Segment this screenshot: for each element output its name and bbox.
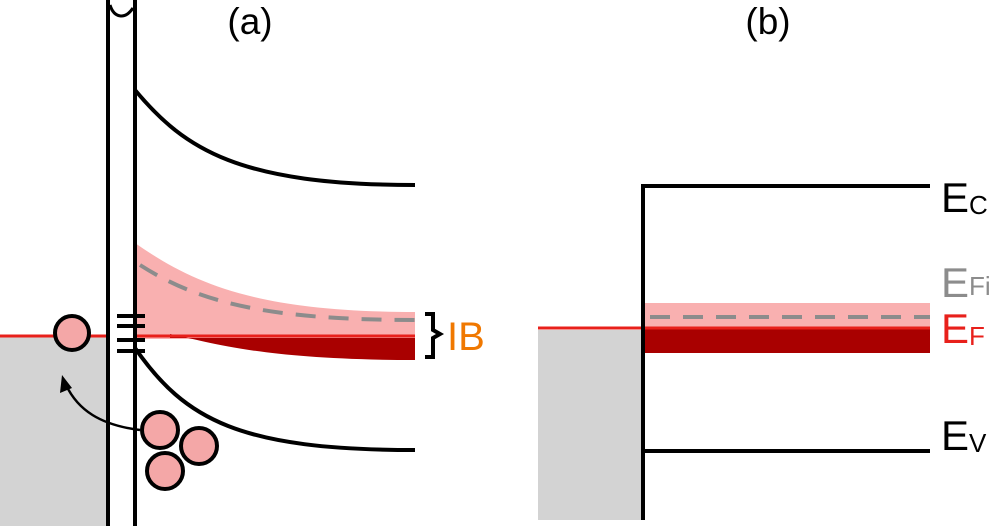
filled-band-b — [645, 328, 930, 353]
conduction-band-b — [641, 184, 930, 520]
carrier-1 — [140, 410, 180, 450]
filled-band-a — [170, 334, 415, 360]
tunnel-arrow — [64, 384, 141, 432]
carrier-metal — [53, 314, 91, 352]
metal-region-a — [0, 336, 108, 526]
barrier-top-curve — [108, 4, 135, 18]
ev-label: EV — [941, 412, 987, 459]
ib-bracket — [425, 312, 445, 359]
interface-states — [117, 314, 145, 353]
ib-label: IB — [447, 315, 485, 359]
valence-band-a — [133, 346, 416, 452]
intrinsic-level-a — [138, 263, 416, 322]
panel-a-label: (a) — [227, 1, 272, 42]
conduction-band-a — [133, 88, 416, 187]
efi-label: EFi — [941, 259, 991, 306]
insulator-barrier — [108, 0, 135, 526]
panel-a: (a) IB — [0, 0, 485, 526]
ef-label: EF — [941, 305, 985, 352]
metal-region-b — [538, 330, 642, 520]
panel-b: (b) EC EFi EF EV — [538, 1, 991, 520]
carrier-3 — [145, 451, 185, 491]
panel-b-label: (b) — [745, 1, 790, 42]
ec-label: EC — [941, 174, 988, 221]
impurity-band-a — [135, 243, 415, 339]
tunnel-arrow-head — [60, 375, 72, 393]
carrier-2 — [179, 426, 219, 466]
